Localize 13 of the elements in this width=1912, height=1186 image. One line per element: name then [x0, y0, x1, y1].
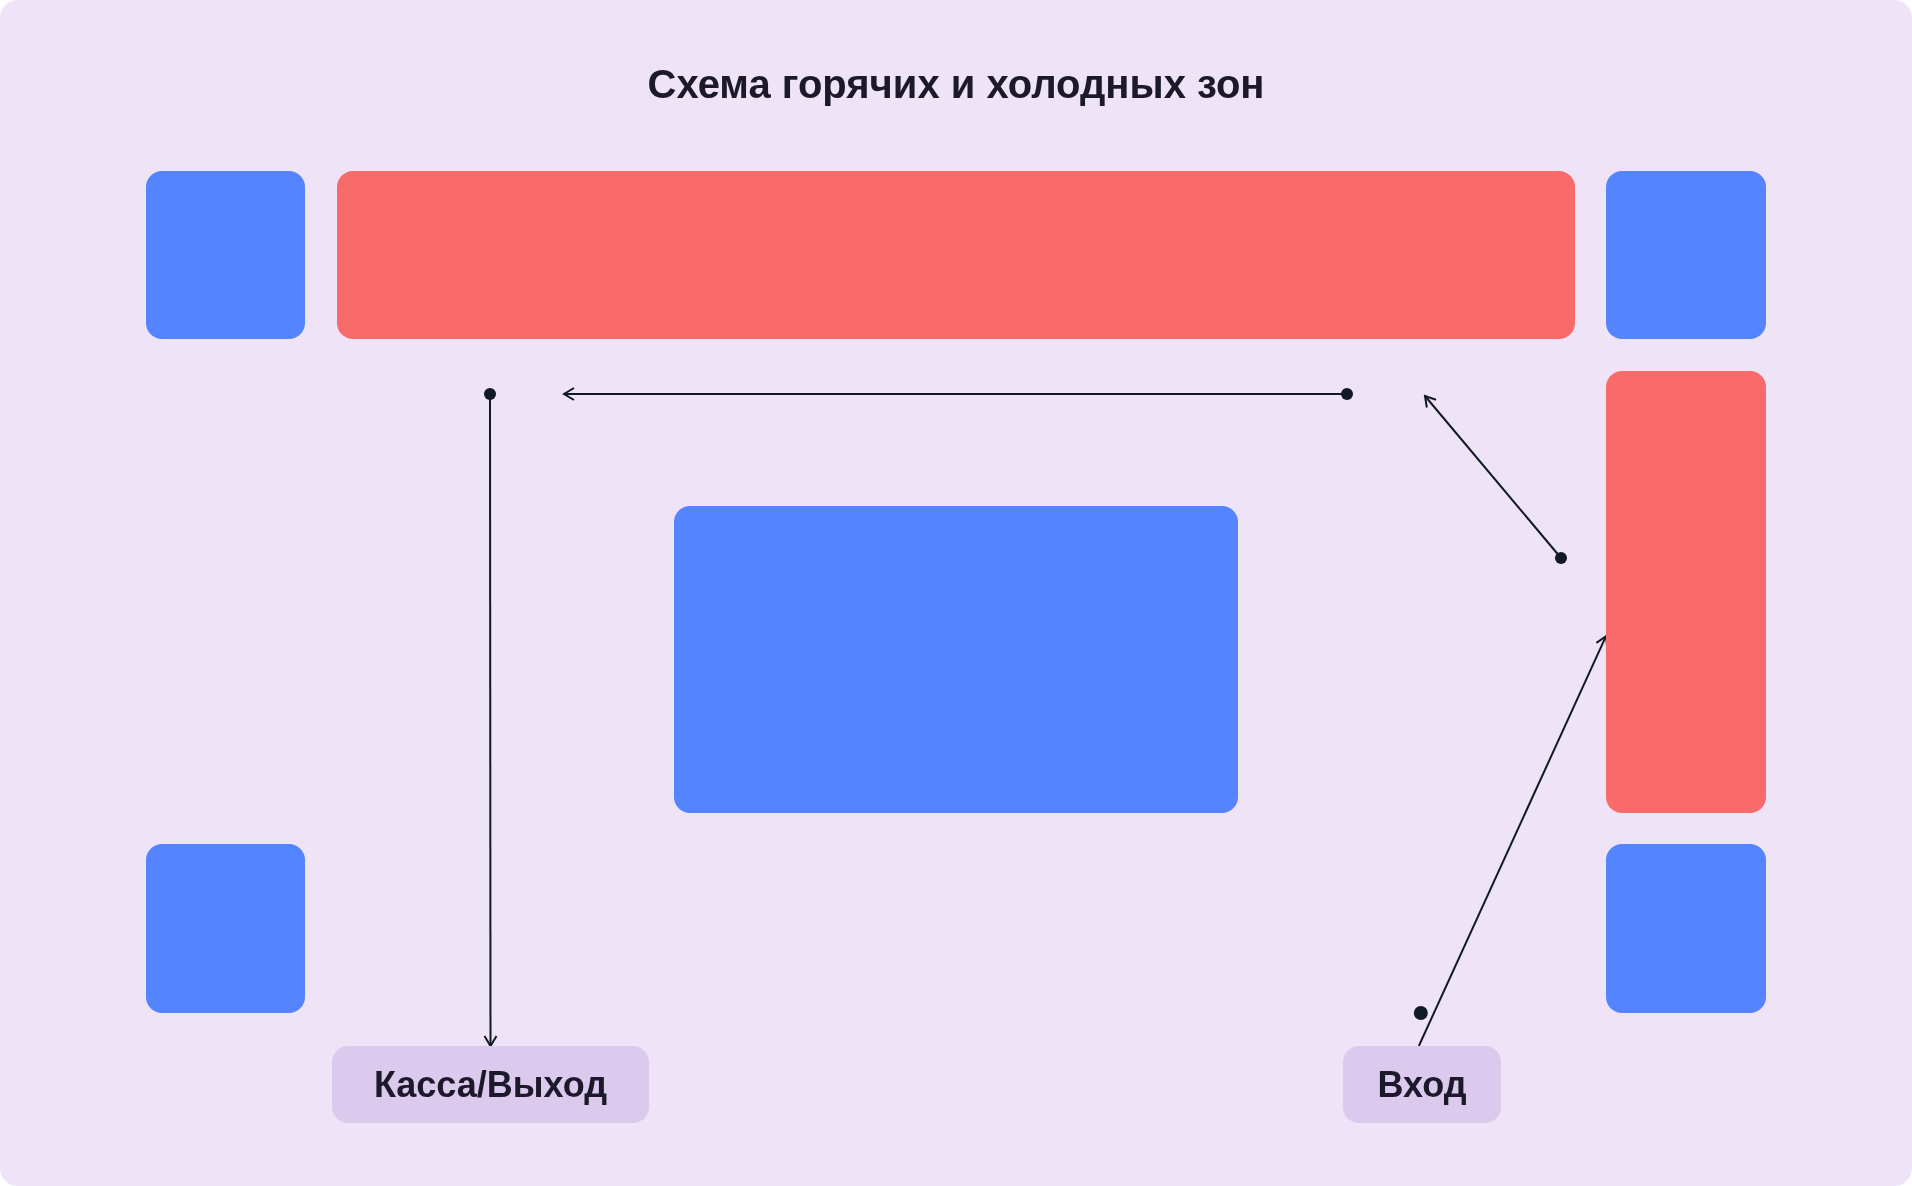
hot-zone-bar [1606, 371, 1766, 813]
zone-label: Вход [1377, 1063, 1467, 1106]
cold-zone-box [1606, 171, 1766, 339]
cold-zone-box [1606, 844, 1766, 1013]
zone-label: Касса/Выход [373, 1063, 608, 1106]
cold-zone-box [146, 844, 305, 1013]
arrow [483, 388, 498, 1047]
hot-zone-bar [337, 171, 1575, 339]
diagram-title: Схема горячих и холодных зон [646, 62, 1266, 107]
cold-zone-box [674, 506, 1238, 813]
cold-zone-box [146, 171, 305, 339]
label-box [332, 1046, 649, 1123]
label-box [1343, 1046, 1501, 1123]
